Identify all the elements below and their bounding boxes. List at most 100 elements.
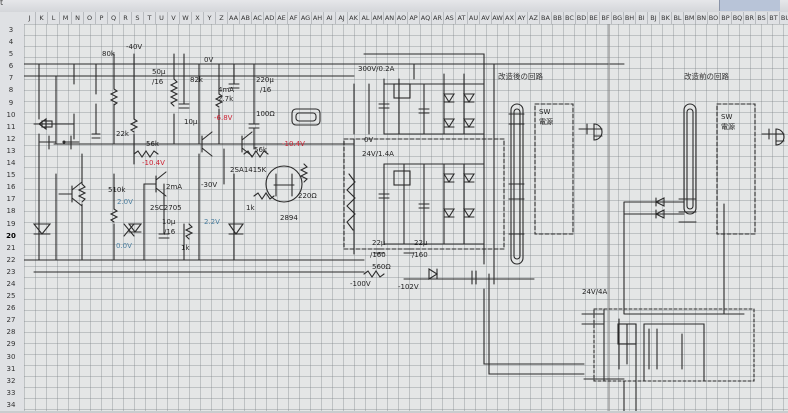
column-header-bo[interactable]: BO [708,12,720,24]
column-header-an[interactable]: AN [384,12,396,24]
column-header-bq[interactable]: BQ [732,12,744,24]
row-header-27[interactable]: 27 [6,316,16,325]
column-header-ac[interactable]: AC [252,12,264,24]
row-header-9[interactable]: 9 [8,98,14,107]
column-header-ag[interactable]: AG [300,12,312,24]
column-header-bk[interactable]: BK [660,12,672,24]
row-header-29[interactable]: 29 [6,340,16,349]
column-header-s[interactable]: S [132,12,144,24]
column-header-y[interactable]: Y [204,12,216,24]
column-header-at[interactable]: AT [456,12,468,24]
column-header-x[interactable]: X [192,12,204,24]
label-r1k-b: 1k [246,204,255,212]
column-header-w[interactable]: W [180,12,192,24]
row-header-17[interactable]: 17 [6,195,16,204]
column-header-ak[interactable]: AK [348,12,360,24]
column-header-m[interactable]: M [60,12,72,24]
column-header-ay[interactable]: AY [516,12,528,24]
column-header-l[interactable]: L [48,12,60,24]
column-header-k[interactable]: K [36,12,48,24]
row-header-7[interactable]: 7 [8,74,14,83]
column-header-o[interactable]: O [84,12,96,24]
column-header-ae[interactable]: AE [276,12,288,24]
column-header-v[interactable]: V [168,12,180,24]
column-header-ao[interactable]: AO [396,12,408,24]
column-header-ah[interactable]: AH [312,12,324,24]
column-header-bg[interactable]: BG [612,12,624,24]
column-header-q[interactable]: Q [108,12,120,24]
column-header-r[interactable]: R [120,12,132,24]
column-header-bn[interactable]: BN [696,12,708,24]
row-header-21[interactable]: 21 [6,243,16,252]
column-header-u[interactable]: U [156,12,168,24]
column-header-be[interactable]: BE [588,12,600,24]
column-header-ar[interactable]: AR [432,12,444,24]
column-header-bl[interactable]: BL [672,12,684,24]
row-header-16[interactable]: 16 [6,183,16,192]
row-header-25[interactable]: 25 [6,292,16,301]
row-header-33[interactable]: 33 [6,388,16,397]
column-header-aj[interactable]: AJ [336,12,348,24]
spreadsheet-grid[interactable]: 80k -40V 50μ /16 0V 220μ /16 82k 4mA 2.7… [24,24,788,411]
column-header-ax[interactable]: AX [504,12,516,24]
row-header-32[interactable]: 32 [6,376,16,385]
column-header-aw[interactable]: AW [492,12,504,24]
column-header-af[interactable]: AF [288,12,300,24]
column-header-z[interactable]: Z [216,12,228,24]
row-header-15[interactable]: 15 [6,171,16,180]
column-header-as[interactable]: AS [444,12,456,24]
column-header-bi[interactable]: BI [636,12,648,24]
column-header-bh[interactable]: BH [624,12,636,24]
row-header-18[interactable]: 18 [6,207,16,216]
column-header-ab[interactable]: AB [240,12,252,24]
row-header-14[interactable]: 14 [6,159,16,168]
row-header-34[interactable]: 34 [6,400,16,409]
column-header-ai[interactable]: AI [324,12,336,24]
column-header-bj[interactable]: BJ [648,12,660,24]
column-header-ba[interactable]: BA [540,12,552,24]
row-header-30[interactable]: 30 [6,352,16,361]
row-header-31[interactable]: 31 [6,364,16,373]
row-header-24[interactable]: 24 [6,279,16,288]
column-header-j[interactable]: J [24,12,36,24]
column-header-t[interactable]: T [144,12,156,24]
column-header-p[interactable]: P [96,12,108,24]
row-header-12[interactable]: 12 [6,134,16,143]
column-header-au[interactable]: AU [468,12,480,24]
row-header-28[interactable]: 28 [6,328,16,337]
column-header-ad[interactable]: AD [264,12,276,24]
row-header-26[interactable]: 26 [6,304,16,313]
label-c220u: 220μ [256,76,274,84]
window-controls[interactable] [719,0,780,11]
column-header-n[interactable]: N [72,12,84,24]
row-header-8[interactable]: 8 [8,86,14,95]
column-header-aq[interactable]: AQ [420,12,432,24]
row-header-22[interactable]: 22 [6,255,16,264]
row-header-5[interactable]: 5 [8,50,14,59]
column-header-bb[interactable]: BB [552,12,564,24]
column-header-bf[interactable]: BF [600,12,612,24]
column-header-bu[interactable]: BU [780,12,788,24]
column-header-bd[interactable]: BD [576,12,588,24]
row-header-23[interactable]: 23 [6,267,16,276]
row-header-10[interactable]: 10 [6,110,16,119]
column-header-ap[interactable]: AP [408,12,420,24]
column-header-bc[interactable]: BC [564,12,576,24]
column-header-bs[interactable]: BS [756,12,768,24]
row-header-13[interactable]: 13 [6,146,16,155]
row-header-19[interactable]: 19 [6,219,16,228]
column-header-bt[interactable]: BT [768,12,780,24]
row-header-6[interactable]: 6 [8,62,14,71]
row-header-20[interactable]: 20 [6,231,16,240]
column-header-am[interactable]: AM [372,12,384,24]
column-header-bp[interactable]: BP [720,12,732,24]
row-header-3[interactable]: 3 [8,26,14,34]
column-header-bm[interactable]: BM [684,12,696,24]
column-header-al[interactable]: AL [360,12,372,24]
column-header-av[interactable]: AV [480,12,492,24]
column-header-br[interactable]: BR [744,12,756,24]
column-header-aa[interactable]: AA [228,12,240,24]
row-header-11[interactable]: 11 [6,122,16,131]
column-header-az[interactable]: AZ [528,12,540,24]
row-header-4[interactable]: 4 [8,38,14,47]
